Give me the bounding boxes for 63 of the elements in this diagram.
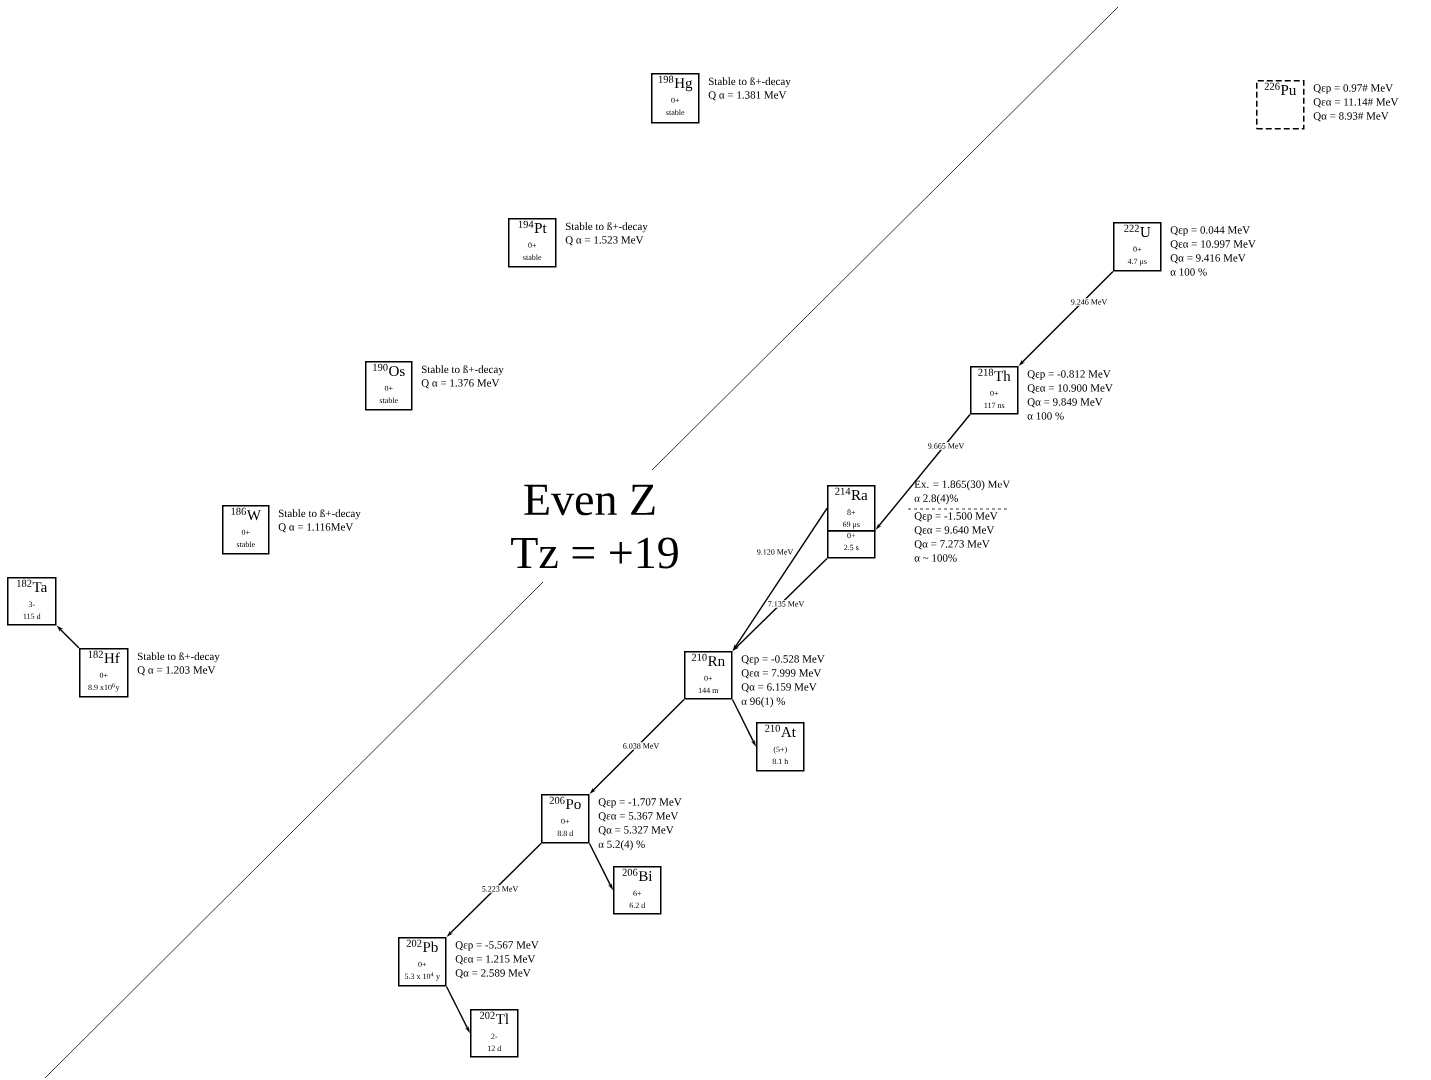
- nuclide-box: 0+ 2.5 s: [827, 530, 876, 559]
- nuclide-box: $^{210}$At (5+) 8.1 h: [756, 722, 805, 772]
- q-value-text: Qα = 7.273 MeV: [914, 540, 990, 550]
- edge-label: 7.135 MeV: [766, 600, 806, 608]
- q-value-text: Qα = 9.849 MeV: [1027, 398, 1103, 408]
- q-value-text: Qεp = -1.500 MeV: [914, 512, 998, 522]
- q-value-text: Stable to ß+-decay: [708, 77, 791, 88]
- nuclide-box: $^{194}$Pt 0+ stable: [508, 218, 557, 268]
- q-value-text: α 96(1) %: [741, 697, 786, 708]
- nuclide-box: $^{202}$Pb 0+ 5.3 x 10$^{4}$ y: [398, 937, 447, 987]
- q-value-text: α 2.8(4)%: [914, 494, 959, 505]
- nuclide-box: $^{218}$Th 0+ 117 ns: [970, 366, 1019, 415]
- heading-text: Even Z: [520, 482, 660, 518]
- q-value-text: Qεp = -5.567 MeV: [455, 941, 539, 951]
- q-value-text: α ~ 100%: [914, 554, 957, 562]
- nuclide-box: $^{214}$Ra 8+ 69 μs: [827, 485, 876, 532]
- q-value-text: Qεp = -1.707 MeV: [598, 798, 682, 808]
- q-value-text: Qεp = 0.044 MeV: [1170, 226, 1250, 236]
- q-value-text: α 100 %: [1170, 268, 1207, 276]
- nuclide-box: $^{190}$Os 0+ stable: [365, 361, 413, 411]
- q-value-text: Qεα = 10.997 MeV: [1170, 240, 1256, 250]
- q-value-text: Qα = 2.589 MeV: [455, 969, 531, 979]
- q-value-text: Qεp = -0.812 MeV: [1027, 370, 1111, 380]
- nuclide-box: $^{198}$Hg 0+ stable: [651, 73, 700, 124]
- q-value-text: Ex. = 1.865(30) MeV: [914, 480, 1011, 491]
- nuclide-box: $^{186}$W 0+ stable: [222, 505, 270, 555]
- edge-label: 6.038 MeV: [621, 742, 661, 750]
- q-value-text: α 5.2(4) %: [598, 840, 645, 851]
- q-value-text: Stable to ß+-decay: [278, 509, 361, 520]
- nuclide-box: $^{182}$Ta 3- 115 d: [7, 577, 57, 626]
- q-value-text: Q α = 1.381 MeV: [708, 91, 787, 101]
- nuclide-box: $^{222}$U 0+ 4.7 μs: [1113, 222, 1162, 272]
- q-value-text: Qεα = 11.14# MeV: [1313, 98, 1399, 108]
- nuclide-box: $^{226}$Pu: [1256, 80, 1305, 130]
- edge-label: 5.223 MeV: [480, 885, 520, 893]
- q-value-text: Qεα = 1.215 MeV: [455, 955, 536, 965]
- nuclide-box: $^{182}$Hf 0+ 8.9 x10$^{6}$y: [79, 648, 129, 698]
- q-value-text: Q α = 1.376 MeV: [421, 379, 500, 389]
- q-value-text: Q α = 1.116MeV: [278, 523, 354, 533]
- q-value-text: Qεα = 7.999 MeV: [741, 669, 822, 679]
- q-value-text: Stable to ß+-decay: [421, 365, 504, 376]
- q-value-text: Qα = 9.416 MeV: [1170, 254, 1246, 264]
- q-value-text: Qεα = 10.900 MeV: [1027, 384, 1113, 394]
- q-value-text: Qα = 6.159 MeV: [741, 683, 817, 693]
- q-value-text: Qεp = -0.528 MeV: [741, 655, 825, 665]
- heading-text: Tz = +19: [508, 535, 682, 571]
- q-value-text: Qα = 8.93# MeV: [1313, 112, 1389, 122]
- q-value-text: Qεα = 5.367 MeV: [598, 812, 679, 822]
- q-value-text: α 100 %: [1027, 412, 1064, 420]
- edge-label: 9.120 MeV: [755, 548, 795, 556]
- nuclide-box: $^{202}$Tl 2- 12 d: [470, 1009, 519, 1058]
- q-value-text: Qα = 5.327 MeV: [598, 826, 674, 836]
- nuclide-box: $^{206}$Bi 6+ 6.2 d: [613, 866, 662, 915]
- q-value-text: Q α = 1.523 MeV: [565, 236, 644, 246]
- q-value-text: Qεα = 9.640 MeV: [914, 526, 995, 536]
- q-value-text: Stable to ß+-decay: [137, 652, 220, 663]
- q-value-text: Qεp = 0.97# MeV: [1313, 84, 1393, 94]
- q-value-text: Q α = 1.203 MeV: [137, 666, 216, 676]
- edge-label: 9.665 MeV: [926, 442, 966, 450]
- q-value-text: Stable to ß+-decay: [565, 222, 648, 233]
- edge-label: 9.246 MeV: [1069, 298, 1109, 306]
- nuclide-box: $^{210}$Rn 0+ 144 m: [684, 651, 733, 700]
- nuclide-box: $^{206}$Po 0+ 8.8 d: [541, 794, 590, 844]
